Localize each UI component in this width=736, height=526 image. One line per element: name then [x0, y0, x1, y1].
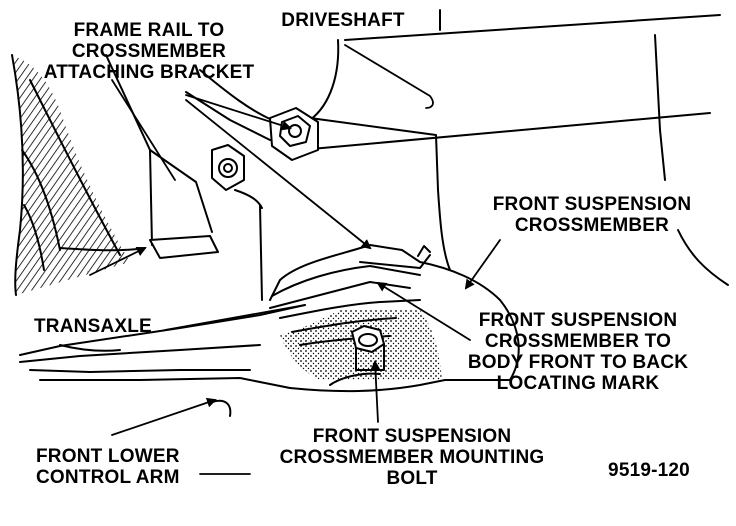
- leader-lines: [89, 44, 501, 475]
- attaching-bracket: [149, 107, 319, 259]
- label-transaxle: TRANSAXLE: [34, 316, 164, 337]
- figure-number-text: 9519-120: [608, 460, 690, 481]
- leader-locating-mark: [376, 281, 471, 341]
- transaxle-housing: [11, 54, 153, 296]
- frame-rail-body: [149, 9, 729, 301]
- label-locating-mark: FRONT SUSPENSION CROSSMEMBER TO BODY FRO…: [458, 310, 698, 394]
- leader-control-arm: [111, 397, 217, 436]
- label-line: CROSSMEMBER MOUNTING: [279, 447, 545, 468]
- label-line: FRAME RAIL TO: [73, 20, 225, 41]
- leader-bracket-lower: [185, 99, 372, 250]
- label-line: FRONT LOWER: [36, 446, 180, 467]
- label-line: CROSSMEMBER: [514, 215, 670, 236]
- label-line: ATTACHING BRACKET: [43, 62, 255, 83]
- label-line: BODY FRONT TO BACK: [467, 352, 689, 373]
- leader-bracket-upper: [185, 94, 292, 131]
- figure-number: 9519-120: [594, 460, 704, 481]
- leader-driveshaft: [344, 44, 434, 109]
- label-line: TRANSAXLE: [34, 316, 152, 337]
- label-line: BOLT: [386, 468, 438, 489]
- label-line: FRONT SUSPENSION: [478, 310, 678, 331]
- crossmember-mounting-bolt: [351, 325, 385, 371]
- label-frame-rail-bracket: FRAME RAIL TO CROSSMEMBER ATTACHING BRAC…: [34, 20, 264, 83]
- leader-crossmember: [464, 239, 501, 290]
- label-line: CONTROL ARM: [36, 467, 180, 488]
- label-mounting-bolt: FRONT SUSPENSION CROSSMEMBER MOUNTING BO…: [262, 426, 562, 489]
- leader-mounting-bolt: [370, 360, 381, 423]
- label-front-suspension-crossmember: FRONT SUSPENSION CROSSMEMBER: [472, 194, 712, 236]
- leader-transaxle-arrow: [89, 247, 147, 276]
- label-line: CROSSMEMBER: [71, 41, 227, 62]
- label-line: LOCATING MARK: [496, 373, 660, 394]
- label-line: FRONT SUSPENSION: [492, 194, 692, 215]
- label-lower-control-arm: FRONT LOWER CONTROL ARM: [36, 446, 206, 488]
- label-driveshaft: DRIVESHAFT: [268, 10, 418, 31]
- label-line: FRONT SUSPENSION: [312, 426, 512, 447]
- leader-bracket-rail: [111, 79, 176, 181]
- label-line: DRIVESHAFT: [281, 10, 405, 31]
- label-line: CROSSMEMBER TO: [484, 331, 672, 352]
- leader-transaxle: [164, 304, 306, 331]
